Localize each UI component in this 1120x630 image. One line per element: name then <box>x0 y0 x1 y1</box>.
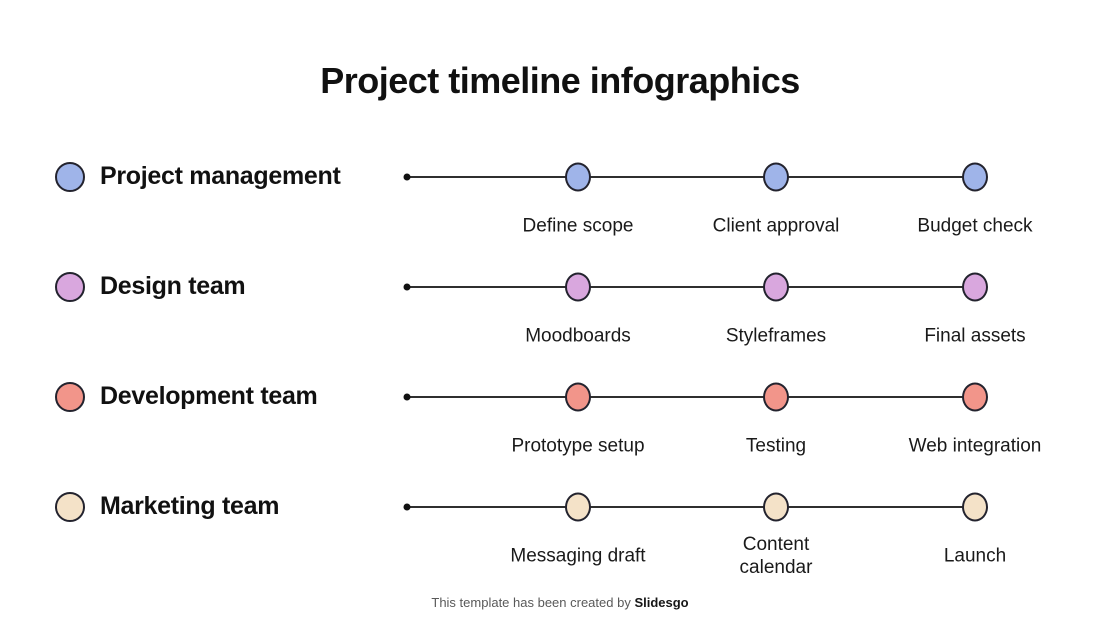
team-marker-icon <box>55 162 85 192</box>
milestone-label: Final assets <box>924 325 1026 347</box>
timeline-row-marketing-team: Marketing team Messaging draft Content c… <box>0 491 1120 578</box>
milestone-node <box>565 272 591 302</box>
milestone-node <box>763 382 789 412</box>
milestone-label: Define scope <box>522 215 634 237</box>
timeline-start-dot-icon <box>403 503 411 511</box>
footer-credit-text: This template has been created by <box>431 595 635 610</box>
timeline-start-dot-icon <box>403 393 411 401</box>
timeline-row-design-team: Design team Moodboards Styleframes Final… <box>0 271 1120 347</box>
milestone-label: Budget check <box>917 215 1033 237</box>
milestone-node <box>962 272 988 302</box>
milestone-label: Launch <box>943 545 1007 567</box>
milestone-node <box>565 162 591 192</box>
team-label: Marketing team <box>100 491 280 520</box>
timeline-start-dot-icon <box>403 173 411 181</box>
team-label: Project management <box>100 161 341 190</box>
milestone-node <box>763 492 789 522</box>
footer-credit: This template has been created by Slides… <box>0 595 1120 610</box>
footer-brand: Slidesgo <box>634 595 689 610</box>
milestone-label: Moodboards <box>525 325 631 347</box>
timeline-row-project-management: Project management Define scope Client a… <box>0 161 1120 237</box>
milestone-node <box>962 492 988 522</box>
team-label: Development team <box>100 381 318 410</box>
milestone-label: Styleframes <box>725 325 827 347</box>
team-marker-icon <box>55 272 85 302</box>
milestone-label: Prototype setup <box>511 435 645 457</box>
milestone-node <box>763 272 789 302</box>
team-marker-icon <box>55 382 85 412</box>
milestone-label: Messaging draft <box>510 545 646 567</box>
milestone-node <box>565 492 591 522</box>
milestone-label: Testing <box>745 435 807 457</box>
timeline-line <box>407 286 975 288</box>
milestone-node <box>763 162 789 192</box>
timeline-row-development-team: Development team Prototype setup Testing… <box>0 381 1120 457</box>
milestone-label: Content calendar <box>739 534 813 578</box>
timeline-line <box>407 396 975 398</box>
milestone-node <box>962 382 988 412</box>
page-title: Project timeline infographics <box>320 60 800 101</box>
milestone-label: Client approval <box>712 215 840 237</box>
timeline-start-dot-icon <box>403 283 411 291</box>
timeline-line <box>407 506 975 508</box>
milestone-node <box>565 382 591 412</box>
milestone-node <box>962 162 988 192</box>
timeline-line <box>407 176 975 178</box>
team-marker-icon <box>55 492 85 522</box>
team-label: Design team <box>100 271 246 300</box>
milestone-label: Web integration <box>908 435 1042 457</box>
